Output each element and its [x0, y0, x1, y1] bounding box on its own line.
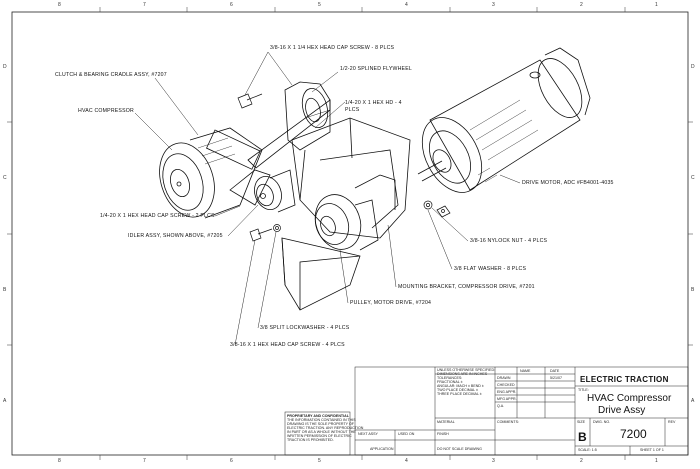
grid-right-b: B — [691, 287, 695, 293]
callout-idler: IDLER ASSY, SHOWN ABOVE, #7205 — [128, 233, 223, 239]
row-drawn: DRAWN — [497, 376, 511, 380]
note-line: TWO PLACE DECIMAL ± — [437, 388, 478, 392]
dwg-label: DWG. NO. — [593, 420, 611, 424]
proprietary-line: IN PART OR AS A WHOLE WITHOUT THE — [287, 430, 356, 434]
note-finish: FINISH — [437, 432, 449, 436]
row-eng-appr: ENG APPR. — [497, 390, 517, 394]
leader-lines — [134, 51, 521, 346]
application-label: APPLICATION — [370, 447, 394, 451]
callout-hex-bolt-top: 3/8-16 X 1 1/4 HEX HEAD CAP SCREW - 8 PL… — [270, 45, 395, 51]
callout-pulley: PULLEY, MOTOR DRIVE, #7204 — [350, 300, 432, 306]
proprietary-line: DRAWING IS THE SOLE PROPERTY OF — [287, 422, 354, 426]
note-line: THREE PLACE DECIMAL ± — [437, 392, 482, 396]
grid-right-d: D — [691, 64, 695, 70]
note-line: UNLESS OTHERWISE SPECIFIED: — [437, 368, 496, 372]
note-line: TOLERANCES: — [437, 376, 463, 380]
date-header: DATE — [550, 369, 560, 373]
proprietary-line: WRITTEN PERMISSION OF ELECTRIC — [287, 434, 352, 438]
note-material: MATERIAL — [437, 420, 455, 424]
proprietary-line: ELECTRIC TRACTION. ANY REPRODUCTION — [287, 426, 364, 430]
callout-lockwasher: 3/8 SPLIT LOCKWASHER - 4 PLCS — [260, 325, 350, 331]
drive-motor — [417, 47, 591, 193]
hvac-compressor — [159, 127, 271, 219]
note-line: ANGULAR: MACH ± BEND ± — [437, 384, 484, 388]
title-label: TITLE: — [578, 388, 589, 392]
grid-ticks — [7, 7, 693, 460]
scale-label: SCALE: 1:5 — [578, 448, 597, 452]
callout-hex-bolt-bottom: 3/8-16 X 1 HEX HEAD CAP SCREW - 4 PLCS — [230, 342, 345, 348]
rev-label: REV — [668, 420, 676, 424]
row-mfg-appr: MFG APPR. — [497, 397, 517, 401]
callout-flat-washer: 3/8 FLAT WASHER - 8 PLCS — [454, 266, 527, 272]
company-name: ELECTRIC TRACTION — [580, 375, 669, 384]
row-comments: COMMENTS: — [497, 420, 519, 424]
grid-top-5: 5 — [318, 2, 321, 8]
callout-lock-nut: 3/8-16 NYLOCK NUT - 4 PLCS — [470, 238, 548, 244]
grid-top-8: 8 — [58, 2, 61, 8]
grid-bottom-8: 8 — [58, 458, 61, 464]
grid-bottom-7: 7 — [143, 458, 146, 464]
grid-bottom-2: 2 — [580, 458, 583, 464]
grid-left-b: B — [3, 287, 7, 293]
proprietary-line: PROPRIETARY AND CONFIDENTIAL — [287, 414, 349, 418]
grid-bottom-6: 6 — [230, 458, 233, 464]
grid-right-a: A — [691, 398, 695, 404]
callout-hex-bolt-left: 1/4-20 X 1 HEX HEAD CAP SCREW - 2 PLCS — [100, 213, 215, 219]
grid-left-c: C — [3, 175, 7, 181]
next-assy-label: NEXT ASSY — [358, 432, 378, 436]
callout-hvac-compressor: HVAC COMPRESSOR — [78, 108, 134, 114]
drawing-title-line2: Drive Assy — [598, 405, 646, 416]
grid-bottom-4: 4 — [405, 458, 408, 464]
grid-top-1: 1 — [655, 2, 658, 8]
drawing-title-line1: HVAC Compressor — [587, 393, 672, 404]
name-header: NAME — [520, 369, 531, 373]
grid-left-a: A — [3, 398, 7, 404]
tolerance-notes: UNLESS OTHERWISE SPECIFIED: DIMENSIONS A… — [437, 368, 496, 396]
grid-bottom-1: 1 — [655, 458, 658, 464]
size-value: B — [578, 430, 587, 444]
title-block-lines — [284, 366, 689, 456]
callout-clutch: CLUTCH & BEARING CRADLE ASSY, #7207 — [55, 72, 167, 78]
callout-drive-motor: DRIVE MOTOR, ADC #FB4001-4035 — [522, 180, 614, 186]
grid-top-2: 2 — [580, 2, 583, 8]
grid-top-3: 3 — [492, 2, 495, 8]
grid-right-c: C — [691, 175, 695, 181]
dwg-number: 7200 — [620, 427, 647, 441]
callout-screws-4pl: 1/4-20 X 1 HEX HD - 4 PLCS — [345, 100, 402, 113]
note-line: FRACTIONAL ± — [437, 380, 463, 384]
grid-bottom-3: 3 — [492, 458, 495, 464]
proprietary-line: THE INFORMATION CONTAINED IN THIS — [287, 418, 356, 422]
used-on-label: USED ON — [398, 432, 415, 436]
motor-pulley — [314, 194, 379, 251]
proprietary-line: TRACTION IS PROHIBITED. — [287, 438, 334, 442]
fasteners — [237, 93, 451, 242]
callout-mounting-bracket: MOUNTING BRACKET, COMPRESSOR DRIVE, #720… — [398, 284, 535, 290]
grid-bottom-5: 5 — [318, 458, 321, 464]
mounting-bracket — [247, 81, 411, 311]
note-do-not-scale: DO NOT SCALE DRAWING — [437, 447, 482, 451]
row-qa: Q.A. — [497, 404, 505, 408]
grid-top-6: 6 — [230, 2, 233, 8]
row-checked: CHECKED — [497, 383, 515, 387]
drawn-date: 5/21/07 — [550, 376, 562, 380]
grid-left-d: D — [3, 64, 7, 70]
grid-top-7: 7 — [143, 2, 146, 8]
assembly-drawing — [134, 47, 591, 346]
note-line: DIMENSIONS ARE IN INCHES — [437, 372, 488, 376]
grid-top-4: 4 — [405, 2, 408, 8]
idler-assy — [254, 169, 296, 213]
size-label: SIZE — [577, 420, 585, 424]
proprietary-notice: PROPRIETARY AND CONFIDENTIAL THE INFORMA… — [287, 414, 364, 442]
callout-flywheel: 1/2-20 SPLINED FLYWHEEL — [340, 66, 412, 72]
sheet-label: SHEET 1 OF 1 — [640, 448, 664, 452]
